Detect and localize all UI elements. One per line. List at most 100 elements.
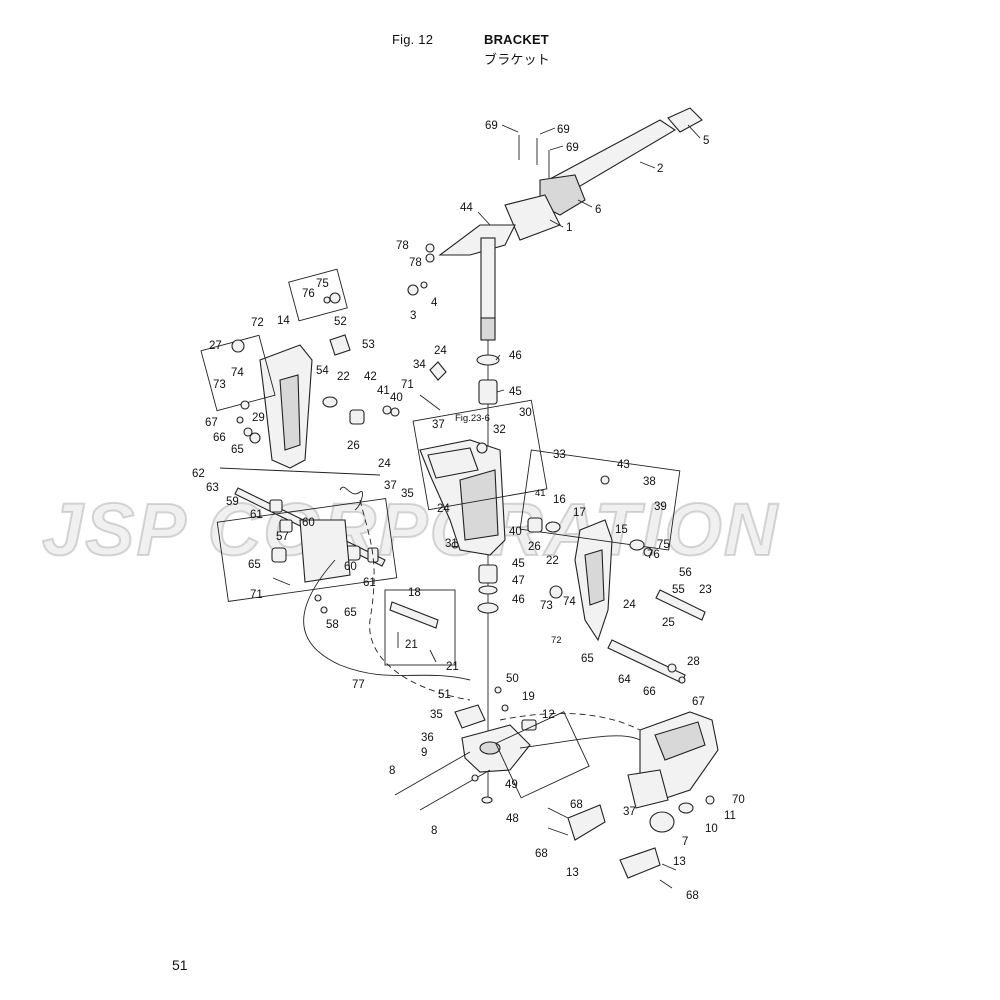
callout-39: 39 bbox=[654, 501, 667, 513]
callout-46: 46 bbox=[512, 594, 525, 606]
callout-68: 68 bbox=[570, 799, 583, 811]
callout-64: 64 bbox=[618, 674, 631, 686]
callout-22: 22 bbox=[546, 555, 559, 567]
callout-labels: 69 69 69 5 2 6 44 1 78 78 4 3 75 76 72 1… bbox=[192, 120, 745, 902]
callout-2: 2 bbox=[657, 163, 663, 175]
callout-66: 66 bbox=[643, 686, 656, 698]
callout-69: 69 bbox=[566, 142, 579, 154]
callout-78: 78 bbox=[396, 240, 409, 252]
callout-35: 35 bbox=[430, 709, 443, 721]
lower-bracket bbox=[394, 686, 590, 811]
callout-65: 65 bbox=[344, 607, 357, 619]
callout-26: 26 bbox=[528, 541, 541, 553]
callout-65: 65 bbox=[231, 444, 244, 456]
callout-13: 13 bbox=[566, 867, 579, 879]
callout-73: 73 bbox=[540, 600, 553, 612]
callout-24: 24 bbox=[378, 458, 391, 470]
callout-76: 76 bbox=[302, 288, 315, 300]
callout-35: 35 bbox=[401, 488, 414, 500]
callout-68: 68 bbox=[535, 848, 548, 860]
callout-19: 19 bbox=[522, 691, 535, 703]
callout-75: 75 bbox=[657, 539, 670, 551]
callout-72: 72 bbox=[551, 635, 562, 646]
callout-45: 45 bbox=[509, 386, 522, 398]
callout-77: 77 bbox=[352, 679, 365, 691]
callout-37: 37 bbox=[432, 419, 445, 431]
o-ring-47 bbox=[478, 585, 498, 595]
tilt-shaft-assembly bbox=[216, 467, 398, 614]
callout-4: 4 bbox=[431, 297, 438, 309]
callout-50: 50 bbox=[506, 673, 519, 685]
bushing-45-top bbox=[478, 379, 498, 405]
callout-67: 67 bbox=[205, 417, 218, 429]
callout-73: 73 bbox=[213, 379, 226, 391]
callout-1: 1 bbox=[566, 222, 572, 234]
callout-59: 59 bbox=[226, 496, 239, 508]
callout-40: 40 bbox=[390, 392, 403, 404]
callout-37: 37 bbox=[623, 806, 636, 818]
callout-38: 38 bbox=[643, 476, 656, 488]
callout-54: 54 bbox=[316, 365, 329, 377]
callout-27: 27 bbox=[209, 340, 222, 352]
callout-8: 8 bbox=[431, 825, 437, 837]
callout-42: 42 bbox=[364, 371, 377, 383]
callout-21: 21 bbox=[446, 661, 459, 673]
callout-11: 11 bbox=[724, 810, 736, 822]
callout-51: 51 bbox=[438, 689, 451, 701]
callout-36: 36 bbox=[421, 732, 434, 744]
washer-46-top bbox=[476, 354, 500, 366]
callout-46: 46 bbox=[509, 350, 522, 362]
callout-61: 61 bbox=[363, 577, 376, 589]
callout-7: 7 bbox=[682, 836, 688, 848]
left-clamp-bracket bbox=[200, 268, 365, 469]
bushing-45-bottom bbox=[478, 564, 498, 584]
callout-61: 61 bbox=[250, 509, 263, 521]
callout-33: 33 bbox=[553, 449, 566, 461]
callout-56: 56 bbox=[679, 567, 692, 579]
callout-53: 53 bbox=[362, 339, 375, 351]
callout-55: 55 bbox=[672, 584, 685, 596]
callout-75: 75 bbox=[316, 278, 329, 290]
leader-lines bbox=[477, 124, 701, 393]
callout-70: 70 bbox=[732, 794, 745, 806]
callout-74: 74 bbox=[563, 596, 576, 608]
callout-16: 16 bbox=[553, 494, 566, 506]
callout-57: 57 bbox=[276, 531, 289, 543]
page-number: 51 bbox=[172, 957, 188, 973]
callout-49: 49 bbox=[505, 779, 518, 791]
callout-34: 34 bbox=[413, 359, 426, 371]
callout-67: 67 bbox=[692, 696, 705, 708]
callout-18: 18 bbox=[408, 587, 421, 599]
callout-6: 6 bbox=[595, 204, 601, 216]
callout-48: 48 bbox=[506, 813, 519, 825]
callout-17: 17 bbox=[573, 507, 586, 519]
callout-60: 60 bbox=[302, 517, 315, 529]
plate-18 bbox=[384, 589, 456, 666]
callout-47: 47 bbox=[512, 575, 525, 587]
callout-65: 65 bbox=[581, 653, 594, 665]
callout-24: 24 bbox=[434, 345, 447, 357]
callout-41: 41 bbox=[377, 385, 390, 397]
callout-71: 71 bbox=[401, 379, 414, 391]
callout-15: 15 bbox=[615, 524, 628, 536]
callout-69: 69 bbox=[557, 124, 570, 136]
callout-58: 58 bbox=[326, 619, 339, 631]
callout-62: 62 bbox=[192, 468, 205, 480]
washer-46-bottom bbox=[477, 602, 499, 614]
diagram-title: BRACKET bbox=[484, 32, 549, 47]
callout-65: 65 bbox=[248, 559, 261, 571]
callout-44: 44 bbox=[460, 202, 473, 214]
callout-25: 25 bbox=[662, 617, 675, 629]
diagram-title-japanese: ブラケット bbox=[484, 53, 551, 68]
callout-5: 5 bbox=[703, 135, 709, 147]
callout-3: 3 bbox=[410, 310, 416, 322]
callout-72: 72 bbox=[251, 317, 264, 329]
callout-66: 66 bbox=[213, 432, 226, 444]
callout-31: 31 bbox=[445, 538, 458, 550]
callout-8: 8 bbox=[389, 765, 395, 777]
callout-76: 76 bbox=[647, 549, 660, 561]
callout-68: 68 bbox=[686, 890, 699, 902]
callout-71: 71 bbox=[250, 589, 263, 601]
